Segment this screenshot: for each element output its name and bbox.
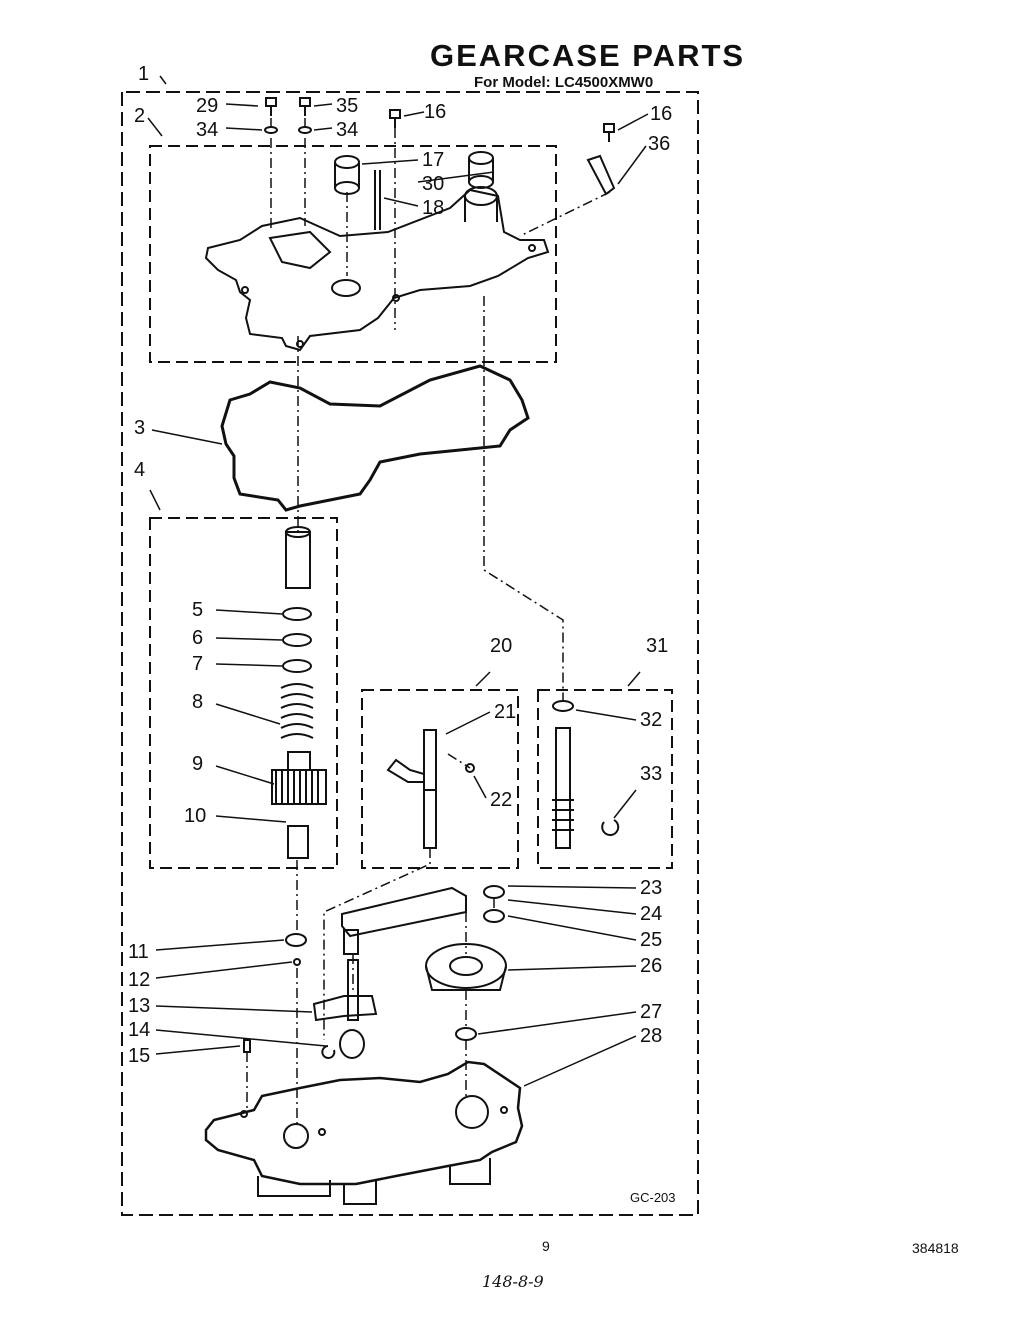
callout-30: 30 (422, 173, 445, 195)
group-box-20 (361, 689, 519, 869)
gearcase-cover (204, 186, 550, 352)
callout-14: 14 (128, 1019, 151, 1041)
figure-code: GC-203 (630, 1190, 676, 1205)
screw-16a (389, 109, 401, 128)
callout-35: 35 (336, 95, 359, 117)
washer-25 (483, 909, 505, 923)
bearing-17 (334, 155, 360, 195)
screw-29 (265, 97, 277, 116)
callout-33: 33 (640, 763, 663, 785)
screw-16b (603, 123, 615, 142)
callout-20: 20 (490, 635, 513, 657)
callout-15: 15 (128, 1045, 151, 1067)
part-23-clip (483, 885, 505, 899)
callout-24: 24 (640, 903, 663, 925)
callout-21: 21 (494, 701, 517, 723)
agitator-shaft-31 (552, 700, 620, 849)
group-box-31 (537, 689, 673, 869)
callout-5: 5 (192, 599, 204, 621)
screw-35 (299, 97, 311, 116)
lever-part-23 (341, 886, 467, 955)
callout-34b: 34 (336, 119, 359, 141)
callout-11: 11 (128, 941, 149, 963)
callout-28: 28 (640, 1025, 663, 1047)
callout-12: 12 (128, 969, 151, 991)
shaft-part-4 (271, 526, 327, 859)
gasket (220, 364, 530, 512)
assembly-border (121, 91, 699, 1216)
shift-fork-20 (386, 729, 475, 849)
gearcase-base (204, 1060, 524, 1205)
callout-32: 32 (640, 709, 663, 731)
callout-1: 1 (138, 63, 150, 85)
group-box-4 (149, 517, 338, 869)
callout-27: 27 (640, 1001, 663, 1023)
callout-3: 3 (134, 417, 146, 439)
callout-31: 31 (646, 635, 669, 657)
callout-26: 26 (640, 955, 663, 977)
callout-13: 13 (128, 995, 151, 1017)
clip-36 (586, 154, 616, 196)
callout-2: 2 (134, 105, 146, 127)
callout-6: 6 (192, 627, 204, 649)
callout-16a: 16 (424, 101, 447, 123)
page-title: GEARCASE PARTS (430, 38, 746, 73)
bearing-30 (468, 151, 494, 189)
pin-15 (243, 1039, 251, 1053)
callout-34a: 34 (196, 119, 219, 141)
doc-number: 384818 (912, 1240, 959, 1256)
washer-27 (455, 1027, 477, 1041)
callout-23: 23 (640, 877, 663, 899)
callout-22: 22 (490, 789, 513, 811)
callout-17: 17 (422, 149, 445, 171)
callout-4: 4 (134, 459, 146, 481)
callout-10: 10 (184, 805, 207, 827)
model-subtitle: For Model: LC4500XMW0 (474, 74, 654, 91)
pin-18 (374, 170, 381, 230)
callout-7: 7 (192, 653, 204, 675)
callout-18: 18 (422, 197, 445, 219)
drive-gear-26 (425, 943, 507, 991)
callout-8: 8 (192, 691, 204, 713)
callout-29: 29 (196, 95, 219, 117)
ball-12 (293, 958, 301, 966)
group-box-2 (149, 145, 557, 363)
callout-36: 36 (648, 133, 671, 155)
handwritten-note: 148-8-9 (482, 1272, 544, 1291)
callout-25: 25 (640, 929, 663, 951)
callout-16b: 16 (650, 103, 673, 125)
callout-9: 9 (192, 753, 204, 775)
clip-14 (321, 1045, 336, 1059)
part-11 (285, 933, 307, 947)
leader-lines (147, 75, 649, 1087)
page-number: 9 (542, 1238, 550, 1254)
